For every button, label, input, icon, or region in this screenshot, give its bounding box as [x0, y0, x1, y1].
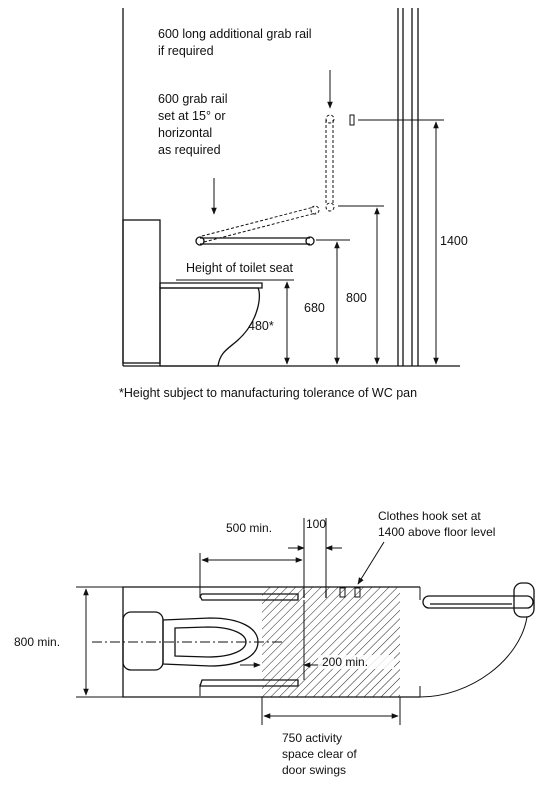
activity-space-label: 750 activity space clear of door swings — [282, 731, 360, 777]
arrow-clothes-hook — [357, 541, 385, 585]
grab-rail-angled — [201, 205, 320, 243]
grab-rail-additional — [325, 114, 335, 212]
cistern-shape — [122, 219, 161, 364]
grab-rail-label: 600 grab rail set at 15° or horizontal a… — [158, 92, 231, 157]
plan-view: 500 min. 100 Clothes hook set at 1400 ab… — [14, 509, 535, 777]
elevation-view: 600 long additional grab rail if require… — [119, 8, 468, 400]
grab-rail-horizontal — [195, 236, 315, 246]
cistern-plan-shape — [122, 611, 164, 671]
dim-100-label: 100 — [306, 517, 326, 531]
additional-rail-label: 600 long additional grab rail if require… — [158, 27, 315, 58]
hook-elevation-icon — [349, 114, 355, 126]
seat-height-label: Height of toilet seat — [186, 261, 294, 275]
dim-800min-label: 800 min. — [14, 635, 60, 649]
clothes-hook-label: Clothes hook set at 1400 above floor lev… — [378, 509, 495, 539]
dim-500-label: 500 min. — [226, 521, 272, 535]
door-grab-rail-plan — [422, 582, 535, 618]
grab-rail-bottom-plan — [199, 679, 299, 696]
footnote-text: *Height subject to manufacturing toleran… — [119, 386, 417, 400]
door-frame-lines — [397, 8, 419, 366]
dim-800-label: 800 — [346, 291, 367, 305]
door-swing-arc — [419, 616, 528, 698]
dim-680-label: 680 — [304, 301, 325, 315]
dim-480-label: 480* — [248, 319, 274, 333]
dim-200-label: 200 min. — [322, 655, 368, 669]
clothes-hook-icon — [354, 587, 361, 598]
wc-pan-shape — [159, 287, 261, 367]
activity-space-hatch — [262, 587, 400, 697]
wc-seat-shape — [159, 282, 263, 289]
dim-1400-label: 1400 — [440, 234, 468, 248]
